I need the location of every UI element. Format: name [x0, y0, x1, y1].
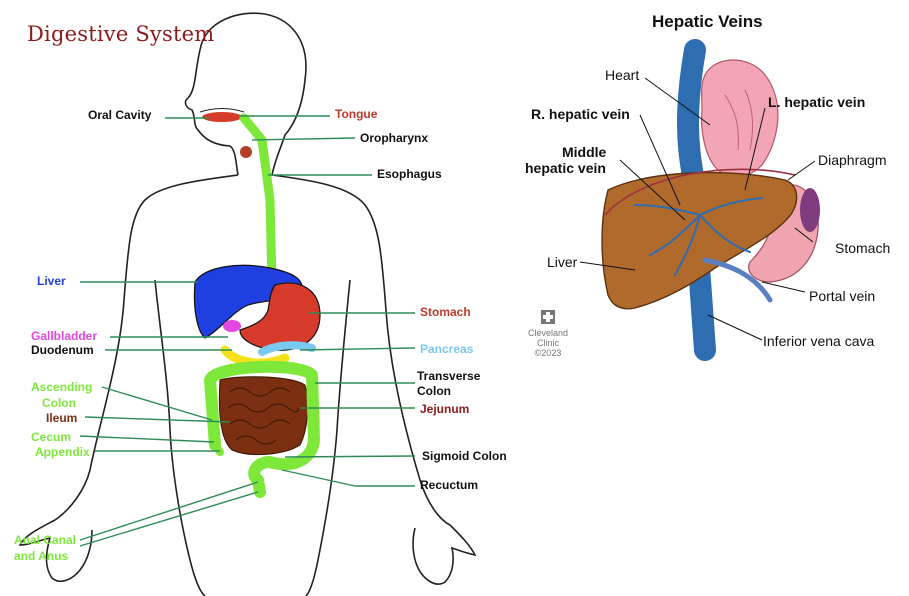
portal-vein-shape [702, 257, 773, 303]
label-transverse-colon-line2: Colon [417, 384, 451, 398]
label-ascending-colon-line1: Ascending [31, 380, 93, 394]
label-cecum: Cecum [31, 430, 72, 444]
spleen-shape [800, 188, 820, 232]
label-sigmoid-colon: Sigmoid Colon [422, 449, 507, 463]
label-gallbladder: Gallbladder [31, 329, 98, 343]
label-liver-right: Liver [547, 254, 578, 270]
label-pancreas: Pancreas [420, 342, 474, 356]
body-outline [18, 12, 477, 596]
label-middle-hepatic-vein-line2: hepatic vein [525, 160, 606, 176]
label-liver: Liver [37, 274, 66, 288]
label-heart: Heart [605, 67, 640, 83]
label-ascending-colon-line2: Colon [42, 396, 76, 410]
cleveland-clinic-logo-icon [541, 310, 555, 324]
stomach-shape [239, 282, 321, 351]
label-oropharynx: Oropharynx [360, 131, 429, 145]
label-r-hepatic-vein: R. hepatic vein [531, 106, 630, 122]
pancreas-shape [258, 341, 316, 356]
digestive-system-panel: Digestive System Oral Cavity Tongue Orop… [14, 12, 507, 596]
credit-line3: ©2023 [534, 348, 562, 358]
tongue-shape [202, 112, 242, 122]
hepatic-veins-panel: Hepatic Veins Heart R. hepatic vein L. h… [500, 0, 909, 596]
heart-shape [700, 59, 779, 177]
cleveland-clinic-credit: Cleveland Clinic ©2023 [518, 310, 578, 358]
label-portal-vein: Portal vein [809, 288, 876, 304]
label-anal-canal-line1: Anal Canal [14, 533, 77, 547]
digestive-system-title: Digestive System [27, 22, 215, 46]
label-inferior-vena-cava: Inferior vena cava [763, 333, 875, 349]
vena-cava-shape [677, 39, 716, 361]
label-jejunum: Jejunum [420, 402, 470, 416]
heart-vessels [724, 89, 753, 151]
label-esophagus: Esophagus [377, 167, 442, 181]
credit-line1: Cleveland [527, 328, 569, 338]
label-oral-cavity: Oral Cavity [88, 108, 152, 122]
label-appendix: Appendix [35, 445, 90, 459]
leader-lines [79, 115, 416, 547]
diaphragm-line [604, 168, 796, 216]
oral-cavity-shape [199, 108, 245, 113]
label-anal-canal-line2: and Anus [14, 549, 69, 563]
hepatic-veins-diagram [579, 39, 820, 361]
hepatic-vein-branches [634, 197, 763, 276]
label-duodenum: Duodenum [31, 343, 94, 357]
label-diaphragm: Diaphragm [818, 152, 887, 168]
label-recuctum: Recuctum [420, 478, 479, 492]
label-l-hepatic-vein: L. hepatic vein [768, 94, 866, 110]
digestive-system-diagram [18, 12, 477, 596]
hepatic-veins-title: Hepatic Veins [652, 12, 763, 31]
esophagus-shape [239, 113, 277, 290]
label-transverse-colon-line1: Transverse [417, 369, 481, 383]
small-intestine-coils [227, 387, 299, 445]
label-stomach-right: Stomach [835, 240, 891, 256]
small-intestine-shape [218, 376, 309, 455]
credit-line2: Clinic [536, 338, 559, 348]
colon-shape [204, 360, 320, 498]
label-tongue: Tongue [335, 107, 378, 121]
label-stomach: Stomach [420, 305, 471, 319]
label-ileum: Ileum [46, 411, 78, 425]
gallbladder-shape [223, 320, 241, 332]
label-middle-hepatic-vein-line1: Middle [562, 144, 607, 160]
right-leader-lines [579, 77, 816, 341]
oropharynx-shape [240, 146, 252, 158]
